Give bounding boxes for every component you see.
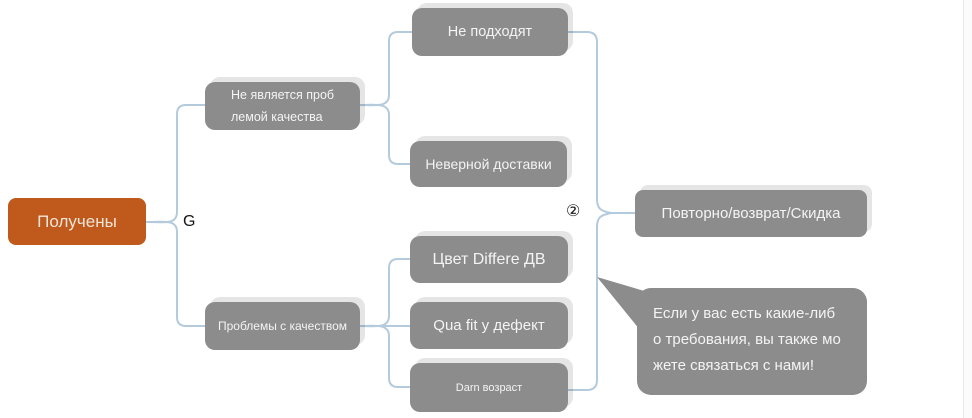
edge-gather-top [567, 31, 636, 214]
branch-label-g: G [183, 213, 196, 230]
node-wrong-delivery[interactable]: Неверной доставки [410, 141, 567, 187]
edge-top-branch-to-not-fit [359, 31, 413, 107]
node-wrong-delivery-label: Неверной доставки [425, 156, 552, 172]
node-color-differe[interactable]: Цвет Differe ДВ [410, 236, 568, 283]
canvas-edge-divider [963, 0, 964, 418]
node-darn-age[interactable]: Darn возраст [410, 363, 568, 412]
edge-root-to-bottom-branch [145, 220, 206, 327]
node-repeat-return-discount-label: Повторно/возврат/Скидка [661, 205, 841, 222]
node-not-fit-label: Не подходят [447, 24, 533, 40]
node-not-quality-problem-line1: Не является проб [231, 88, 335, 102]
edge-bottom-branch-to-color [359, 258, 411, 328]
canvas-right-margin [964, 0, 972, 418]
edge-bottom-branch-to-darn [359, 324, 411, 388]
collapse-badge-two: ② [566, 203, 581, 220]
node-quality-problems-label: Проблемы с качеством [217, 319, 348, 333]
node-darn-age-label: Darn возраст [455, 381, 523, 394]
edge-root-to-top-branch [145, 104, 206, 224]
node-qua-fit-defect[interactable]: Qua fit у дефект [410, 302, 568, 349]
node-received[interactable]: Получены [8, 198, 146, 245]
edge-top-branch-to-wrong-delivery [359, 103, 411, 165]
node-color-differe-label: Цвет Differe ДВ [432, 250, 546, 268]
callout-line1: Если у вас есть какие-либ [653, 305, 836, 322]
node-not-quality-problem-line2: лемой качества [231, 110, 323, 124]
node-not-fit[interactable]: Не подходят [412, 8, 568, 56]
callout-line2: о требования, вы также мо [653, 331, 841, 348]
callout-contact-us[interactable]: Если у вас есть какие-либ о требования, … [637, 288, 867, 395]
callout-line3: жете связаться с нами! [653, 357, 815, 374]
node-quality-problems[interactable]: Проблемы с качеством [205, 302, 360, 350]
node-qua-fit-defect-label: Qua fit у дефект [433, 317, 545, 334]
node-received-label: Получены [37, 211, 117, 231]
node-not-quality-problem[interactable]: Не является проб лемой качества [205, 82, 360, 130]
node-repeat-return-discount[interactable]: Повторно/возврат/Скидка [635, 190, 867, 237]
edge-gather-bottom [567, 212, 612, 391]
